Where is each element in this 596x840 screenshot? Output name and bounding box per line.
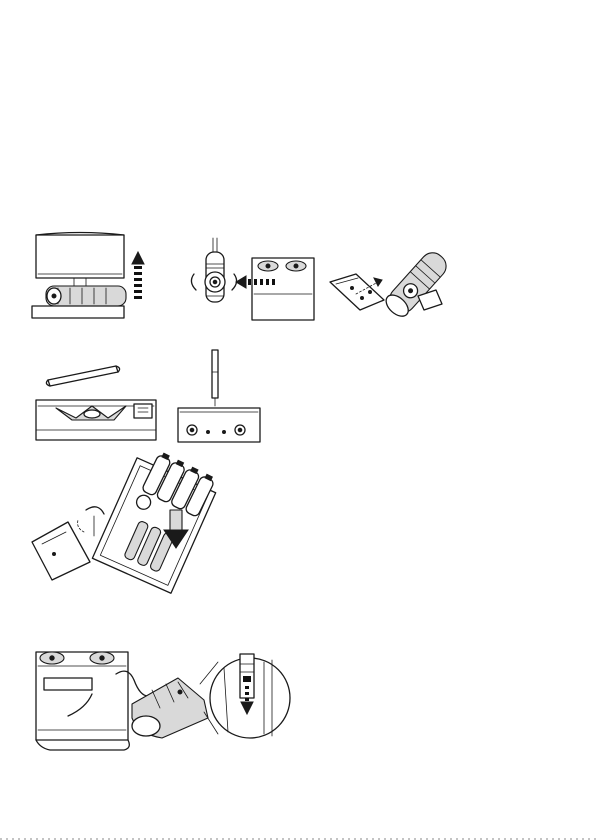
- figure-connect-cable: [28, 638, 292, 762]
- figure-attach-mount: [326, 240, 454, 324]
- figure-rod-end: [172, 346, 262, 444]
- switch-detail: [210, 654, 290, 738]
- crop-marks: [0, 827, 596, 840]
- cover-box: [36, 235, 124, 278]
- figure-slide-cover: [176, 234, 318, 324]
- arrow-up-icon: [132, 252, 144, 299]
- figure-insert-batteries: [28, 458, 214, 588]
- figure-remove-cover: [28, 230, 160, 322]
- figure-rod-side: [30, 360, 164, 444]
- battery-cover: [32, 522, 90, 580]
